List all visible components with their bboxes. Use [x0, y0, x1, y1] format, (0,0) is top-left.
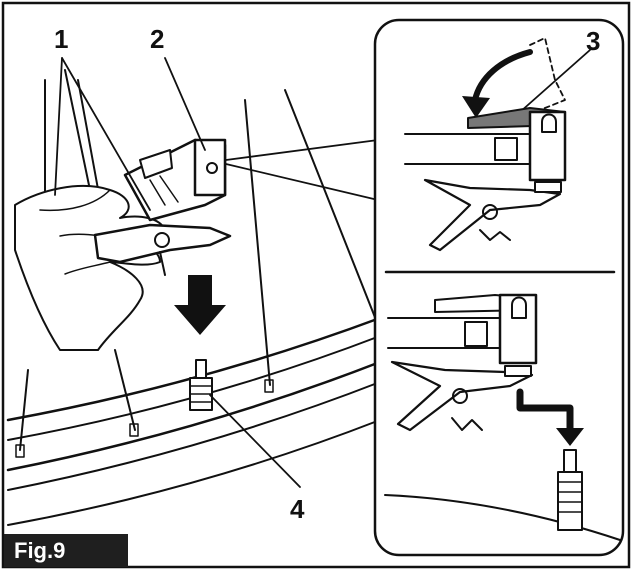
chuck-body: [498, 293, 538, 365]
chuck-nut: [511, 296, 527, 319]
clamp-pivot: [452, 388, 468, 404]
pump-lever-detail: [149, 175, 179, 206]
callout-2: 2: [150, 24, 164, 54]
spoke-nipple: [264, 379, 274, 393]
zoom-line: [225, 163, 379, 201]
zoom-line: [225, 139, 379, 161]
spoke: [284, 89, 381, 331]
callout-2-leader: [164, 57, 206, 151]
clamp-spring: [479, 229, 511, 241]
callout-4-leader: [209, 394, 301, 488]
spoke: [244, 99, 271, 386]
spoke: [64, 69, 91, 191]
chuck-window: [494, 137, 518, 161]
rim-arc: [384, 494, 621, 541]
curved-arrow-icon: [472, 49, 533, 103]
clamp-pivot: [482, 204, 498, 220]
clamp-pin: [159, 251, 166, 276]
callout-1: 1: [54, 24, 68, 54]
chuck-body: [528, 110, 567, 182]
spoke-nipple: [15, 444, 25, 458]
finger-line: [39, 189, 111, 212]
clamp-upper: [423, 178, 562, 252]
valve-thread-lines: [189, 385, 213, 403]
chuck-nut: [541, 113, 557, 133]
spoke: [77, 79, 101, 201]
pump-screw: [206, 162, 218, 174]
down-arrow-icon: [174, 275, 226, 335]
callout-4: 4: [290, 494, 305, 524]
clamp-spring: [451, 417, 483, 431]
spoke-nipple: [129, 423, 139, 437]
callout-1-leader: [61, 57, 151, 211]
valve-tip: [195, 359, 207, 379]
leader-3: [519, 49, 591, 113]
callout-1-leader: [54, 57, 63, 196]
pump-chuck: [193, 138, 227, 197]
chuck-window: [464, 321, 488, 347]
valve-thread: [557, 471, 583, 531]
chuck-threads: [534, 181, 562, 193]
curved-arrow-head: [462, 96, 490, 118]
wheel-scene: [6, 57, 382, 526]
spoke: [114, 349, 136, 431]
rim-arc: [7, 381, 381, 491]
spoke: [19, 369, 29, 451]
chuck-threads: [504, 365, 532, 377]
valve-thread-lines: [557, 481, 583, 513]
clamp-lower: [390, 360, 534, 432]
hand: [14, 184, 166, 351]
finger-line: [64, 261, 111, 275]
inset-frame: [373, 18, 625, 557]
clamp-pivot: [154, 232, 170, 248]
bent-arrow-head: [556, 428, 584, 446]
valve-tip: [563, 449, 577, 473]
pump-lever: [139, 149, 173, 179]
callout-3: 3: [586, 26, 600, 56]
inset-panel: [373, 18, 625, 557]
rim-arc: [6, 360, 382, 472]
figure-label: Fig.9: [4, 534, 128, 567]
clamp-jaw: [93, 223, 232, 264]
rim-arc: [7, 419, 381, 526]
bent-arrow-icon: [516, 388, 574, 434]
